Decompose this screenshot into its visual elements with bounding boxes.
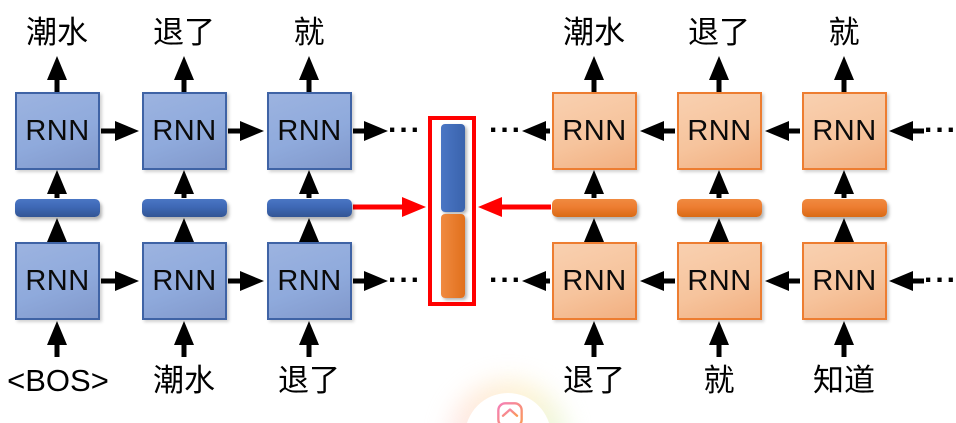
- ellipsis: ...: [387, 256, 423, 289]
- highlight-frame: [428, 116, 476, 306]
- ellipsis: ...: [488, 256, 524, 289]
- input-word: 退了: [278, 363, 340, 398]
- hidden-state-vector-blue: [267, 199, 352, 217]
- rnn-node-orange: RNN: [677, 242, 762, 320]
- watermark-logo-icon: [497, 402, 523, 423]
- forward-state-vector: [441, 124, 465, 212]
- output-word: 就: [828, 15, 860, 50]
- output-word: 潮水: [26, 15, 88, 50]
- output-word: 潮水: [563, 15, 625, 50]
- rnn-node-blue: RNN: [142, 242, 227, 320]
- ellipsis: ...: [923, 106, 956, 139]
- rnn-node-blue: RNN: [15, 242, 100, 320]
- hidden-state-vector-blue: [142, 199, 227, 217]
- input-word: 潮水: [153, 363, 215, 398]
- ellipsis: ...: [387, 106, 423, 139]
- rnn-node-blue: RNN: [267, 242, 352, 320]
- input-word: 就: [703, 363, 735, 398]
- output-word: 退了: [688, 15, 750, 50]
- output-word: 就: [293, 15, 325, 50]
- rnn-node-orange: RNN: [552, 92, 637, 170]
- hidden-state-vector-orange: [552, 199, 637, 217]
- hidden-state-vector-blue: [15, 199, 100, 217]
- ellipsis: ...: [488, 106, 524, 139]
- rnn-node-blue: RNN: [142, 92, 227, 170]
- rnn-node-orange: RNN: [677, 92, 762, 170]
- watermark: [448, 380, 568, 423]
- input-word: 知道: [813, 363, 875, 398]
- rnn-node-orange: RNN: [552, 242, 637, 320]
- rnn-node-blue: RNN: [267, 92, 352, 170]
- hidden-state-vector-orange: [677, 199, 762, 217]
- backward-state-vector: [441, 214, 465, 298]
- input-word: <BOS>: [7, 363, 109, 398]
- output-word: 退了: [153, 15, 215, 50]
- ellipsis: ...: [923, 256, 956, 289]
- hidden-state-vector-orange: [802, 199, 887, 217]
- rnn-node-orange: RNN: [802, 92, 887, 170]
- input-word: 退了: [563, 363, 625, 398]
- rnn-node-blue: RNN: [15, 92, 100, 170]
- rnn-node-orange: RNN: [802, 242, 887, 320]
